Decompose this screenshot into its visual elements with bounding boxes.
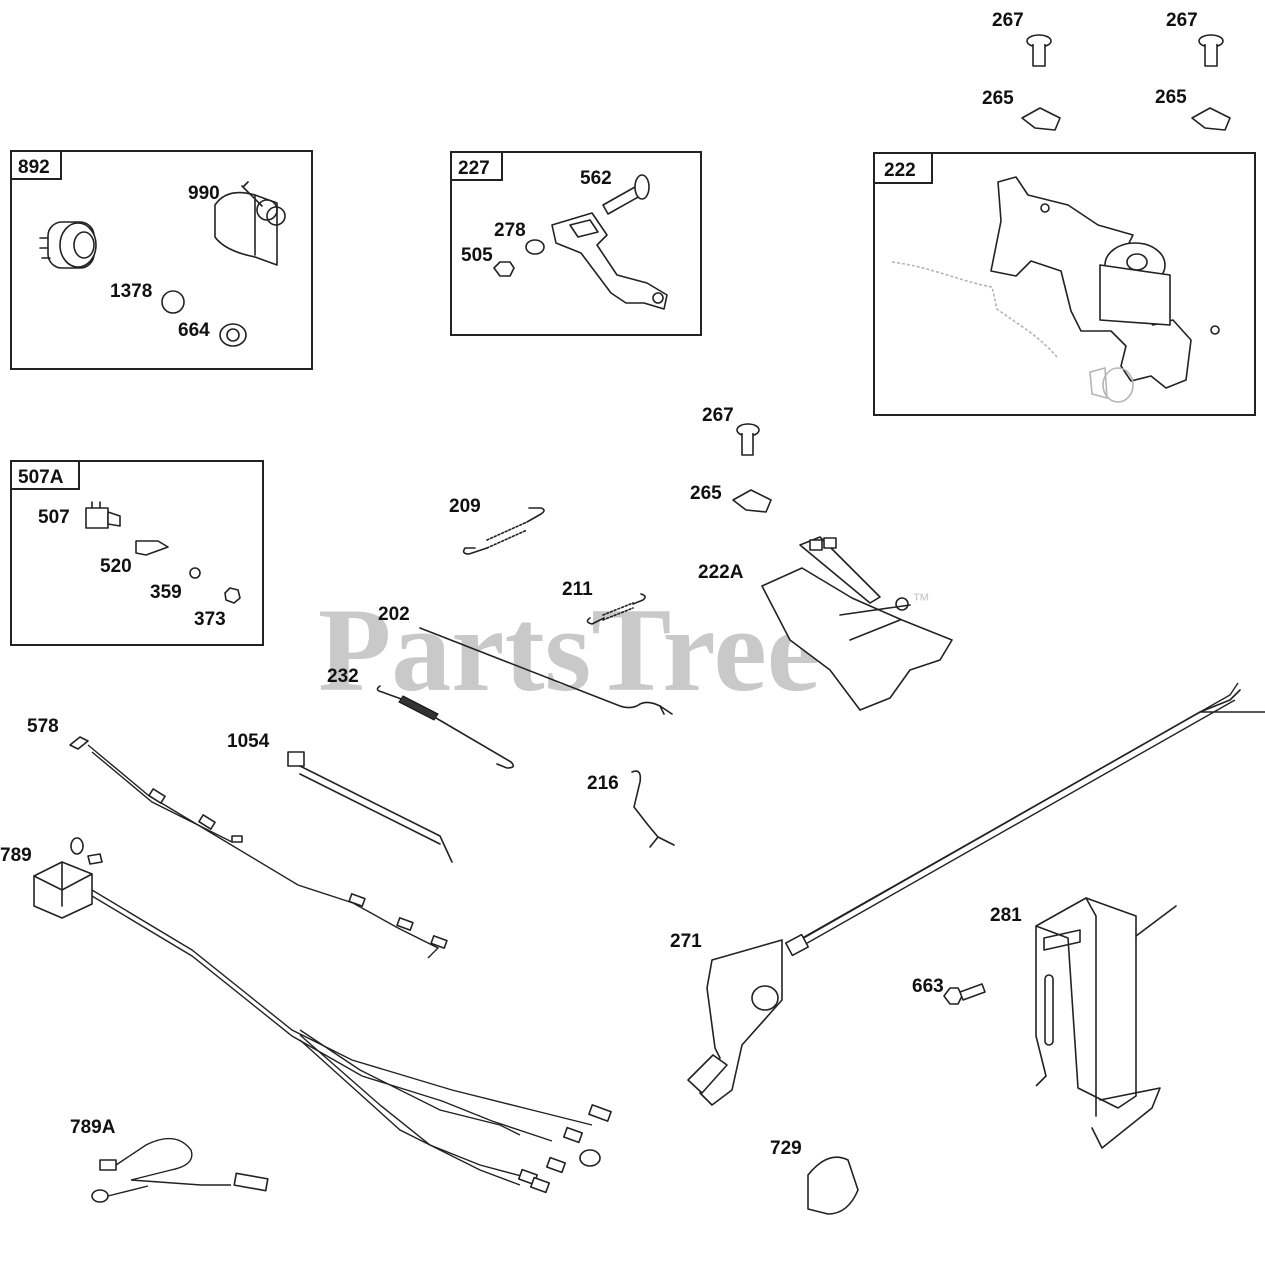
callout-222A[interactable]: 222A (698, 562, 744, 583)
callout-216[interactable]: 216 (587, 773, 619, 794)
control-222A (761, 536, 953, 711)
ignition-key (214, 181, 286, 266)
callout-267[interactable]: 267 (702, 405, 734, 426)
callout-1054[interactable]: 1054 (227, 731, 270, 752)
watermark-trademark: ™ (912, 590, 930, 610)
callout-1378[interactable]: 1378 (110, 281, 152, 302)
bracket-281 (1035, 897, 1177, 1149)
spring-209 (462, 507, 545, 555)
callout-578[interactable]: 578 (27, 716, 59, 737)
callout-209[interactable]: 209 (449, 496, 481, 517)
callout-664[interactable]: 664 (178, 320, 210, 341)
callout-202[interactable]: 202 (378, 604, 410, 625)
callout-789[interactable]: 789 (0, 845, 32, 866)
callout-281[interactable]: 281 (990, 905, 1022, 926)
harness-789 (33, 837, 612, 1194)
box-label-227[interactable]: 227 (458, 158, 490, 179)
spring-232 (376, 685, 515, 769)
nut-505 (493, 261, 515, 277)
washer-278 (525, 239, 545, 255)
cable-tie-1054 (287, 751, 453, 863)
link-rod-faint (891, 261, 1058, 358)
bracket-227 (551, 212, 668, 310)
box-label-892[interactable]: 892 (18, 157, 50, 178)
callout-267[interactable]: 267 (1166, 10, 1198, 31)
box-892: 892 (10, 150, 313, 370)
knob-faint (1089, 366, 1134, 403)
cover-729 (807, 1156, 859, 1215)
callout-520[interactable]: 520 (100, 556, 132, 577)
harness-578 (69, 736, 448, 959)
washer-359 (189, 567, 201, 579)
bolt-663 (943, 983, 986, 1005)
callout-267[interactable]: 267 (992, 10, 1024, 31)
box-222: 222 (873, 152, 1256, 416)
callout-278[interactable]: 278 (494, 220, 526, 241)
plate-520 (135, 540, 169, 556)
callouts: 267 267 265 265 990 1378 664 562 278 505… (0, 10, 1198, 1159)
callout-990[interactable]: 990 (188, 183, 220, 204)
bolt-267-b (1198, 34, 1224, 67)
ignition-switch (39, 221, 97, 269)
callout-729[interactable]: 729 (770, 1138, 802, 1159)
switch-507 (85, 501, 121, 529)
callout-265[interactable]: 265 (982, 88, 1014, 109)
callout-271[interactable]: 271 (670, 931, 702, 952)
box-227: 227 (450, 151, 702, 336)
callout-265[interactable]: 265 (1155, 87, 1187, 108)
box-label-222[interactable]: 222 (884, 160, 916, 181)
key-switch-nut (219, 323, 247, 347)
callout-505[interactable]: 505 (461, 245, 493, 266)
bolt-267-a (1026, 34, 1052, 67)
callout-373[interactable]: 373 (194, 609, 226, 630)
nut-373 (224, 587, 241, 604)
box-label-507A[interactable]: 507A (18, 467, 64, 488)
spring-211 (586, 593, 646, 625)
bolt-267-c (736, 423, 760, 456)
clip-265-b (1191, 107, 1231, 131)
rod-202 (419, 627, 673, 715)
clip-265-c (732, 489, 772, 513)
retaining-ring (161, 290, 185, 314)
callout-663[interactable]: 663 (912, 976, 944, 997)
clip-265-a (1021, 107, 1061, 131)
watermark: PartsTree (318, 583, 820, 716)
box-507A: 507A (10, 460, 264, 646)
callout-211[interactable]: 211 (562, 579, 593, 600)
rod-216 (631, 770, 675, 848)
callout-562[interactable]: 562 (580, 168, 612, 189)
control-bracket-222 (990, 176, 1220, 389)
throttle-control-271 (687, 682, 1265, 1106)
callout-507[interactable]: 507 (38, 507, 70, 528)
bolt-562 (602, 174, 650, 215)
callout-789A[interactable]: 789A (70, 1117, 116, 1138)
callout-265[interactable]: 265 (690, 483, 722, 504)
callout-232[interactable]: 232 (327, 666, 359, 687)
harness-789A (91, 1137, 269, 1203)
callout-359[interactable]: 359 (150, 582, 182, 603)
